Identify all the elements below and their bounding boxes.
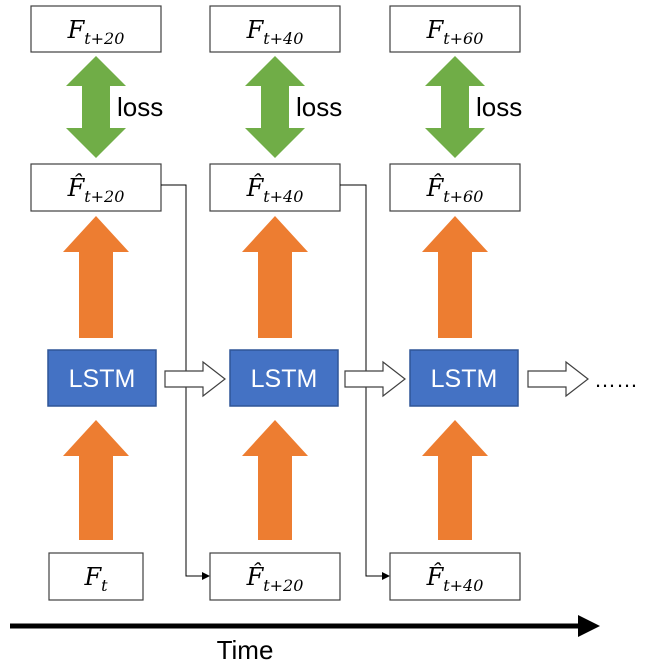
continuation-ellipsis: …… [594,367,638,392]
loss-label-2: loss [296,92,342,122]
prediction-box-3: F̂t+60 [389,163,521,212]
input-box-1: Ft [48,552,144,601]
svg-text:F̂t+20: F̂t+20 [246,563,304,595]
prediction-1-sub: t+20 [84,187,124,206]
svg-text:Ft+60: Ft+60 [426,16,484,48]
lstm-label-1: LSTM [69,365,136,393]
input-arrow-1 [63,420,129,540]
svg-text:Ft+20: Ft+20 [67,16,125,48]
input-2-sub: t+20 [263,576,303,595]
svg-text:Ft+40: Ft+40 [246,16,304,48]
prediction-3-sub: t+60 [443,187,483,206]
lstm-block-2: LSTM [229,349,339,407]
target-1-base: F [67,16,86,44]
input-3-base: F̂ [426,563,445,591]
state-arrow-1 [164,360,226,398]
target-box-1: Ft+20 [30,5,162,53]
lstm-label-3: LSTM [431,365,498,393]
prediction-box-2: F̂t+40 [209,163,341,212]
prediction-1-base: F̂ [67,174,86,202]
input-2-base: F̂ [246,563,265,591]
prediction-box-1: F̂t+20 [30,163,162,212]
loss-arrow-1 [66,56,126,158]
svg-text:F̂t+40: F̂t+40 [426,563,484,595]
svg-text:Ft: Ft [83,563,108,595]
loss-label-3: loss [476,92,522,122]
time-label: Time [217,635,274,664]
output-arrow-2 [242,216,308,338]
time-axis-arrowhead [578,615,600,637]
loss-label-1: loss [117,92,163,122]
output-arrow-1 [63,216,129,338]
lstm-block-1: LSTM [47,349,157,407]
prediction-3-base: F̂ [426,174,445,202]
target-3-sub: t+60 [443,29,483,48]
input-1-sub: t [101,576,108,595]
target-box-3: Ft+60 [389,5,521,53]
input-1-base: F [83,563,102,591]
output-arrow-3 [422,216,488,338]
svg-text:F̂t+40: F̂t+40 [246,174,304,206]
target-box-2: Ft+40 [209,5,341,53]
input-arrow-3 [422,420,488,540]
lstm-block-3: LSTM [409,349,519,407]
target-2-sub: t+40 [263,29,303,48]
input-3-sub: t+40 [443,576,483,595]
prediction-2-sub: t+40 [263,187,303,206]
prediction-2-base: F̂ [246,174,265,202]
loss-arrow-3 [425,56,485,158]
state-arrow-3 [527,360,589,398]
input-box-2: F̂t+20 [209,552,341,601]
loss-arrow-2 [245,56,305,158]
target-2-base: F [246,16,265,44]
input-arrow-2 [242,420,308,540]
svg-text:F̂t+60: F̂t+60 [426,174,484,206]
target-3-base: F [426,16,445,44]
state-arrow-2 [344,360,406,398]
input-box-3: F̂t+40 [389,552,521,601]
target-1-sub: t+20 [84,29,124,48]
lstm-label-2: LSTM [251,365,318,393]
svg-text:F̂t+20: F̂t+20 [67,174,125,206]
